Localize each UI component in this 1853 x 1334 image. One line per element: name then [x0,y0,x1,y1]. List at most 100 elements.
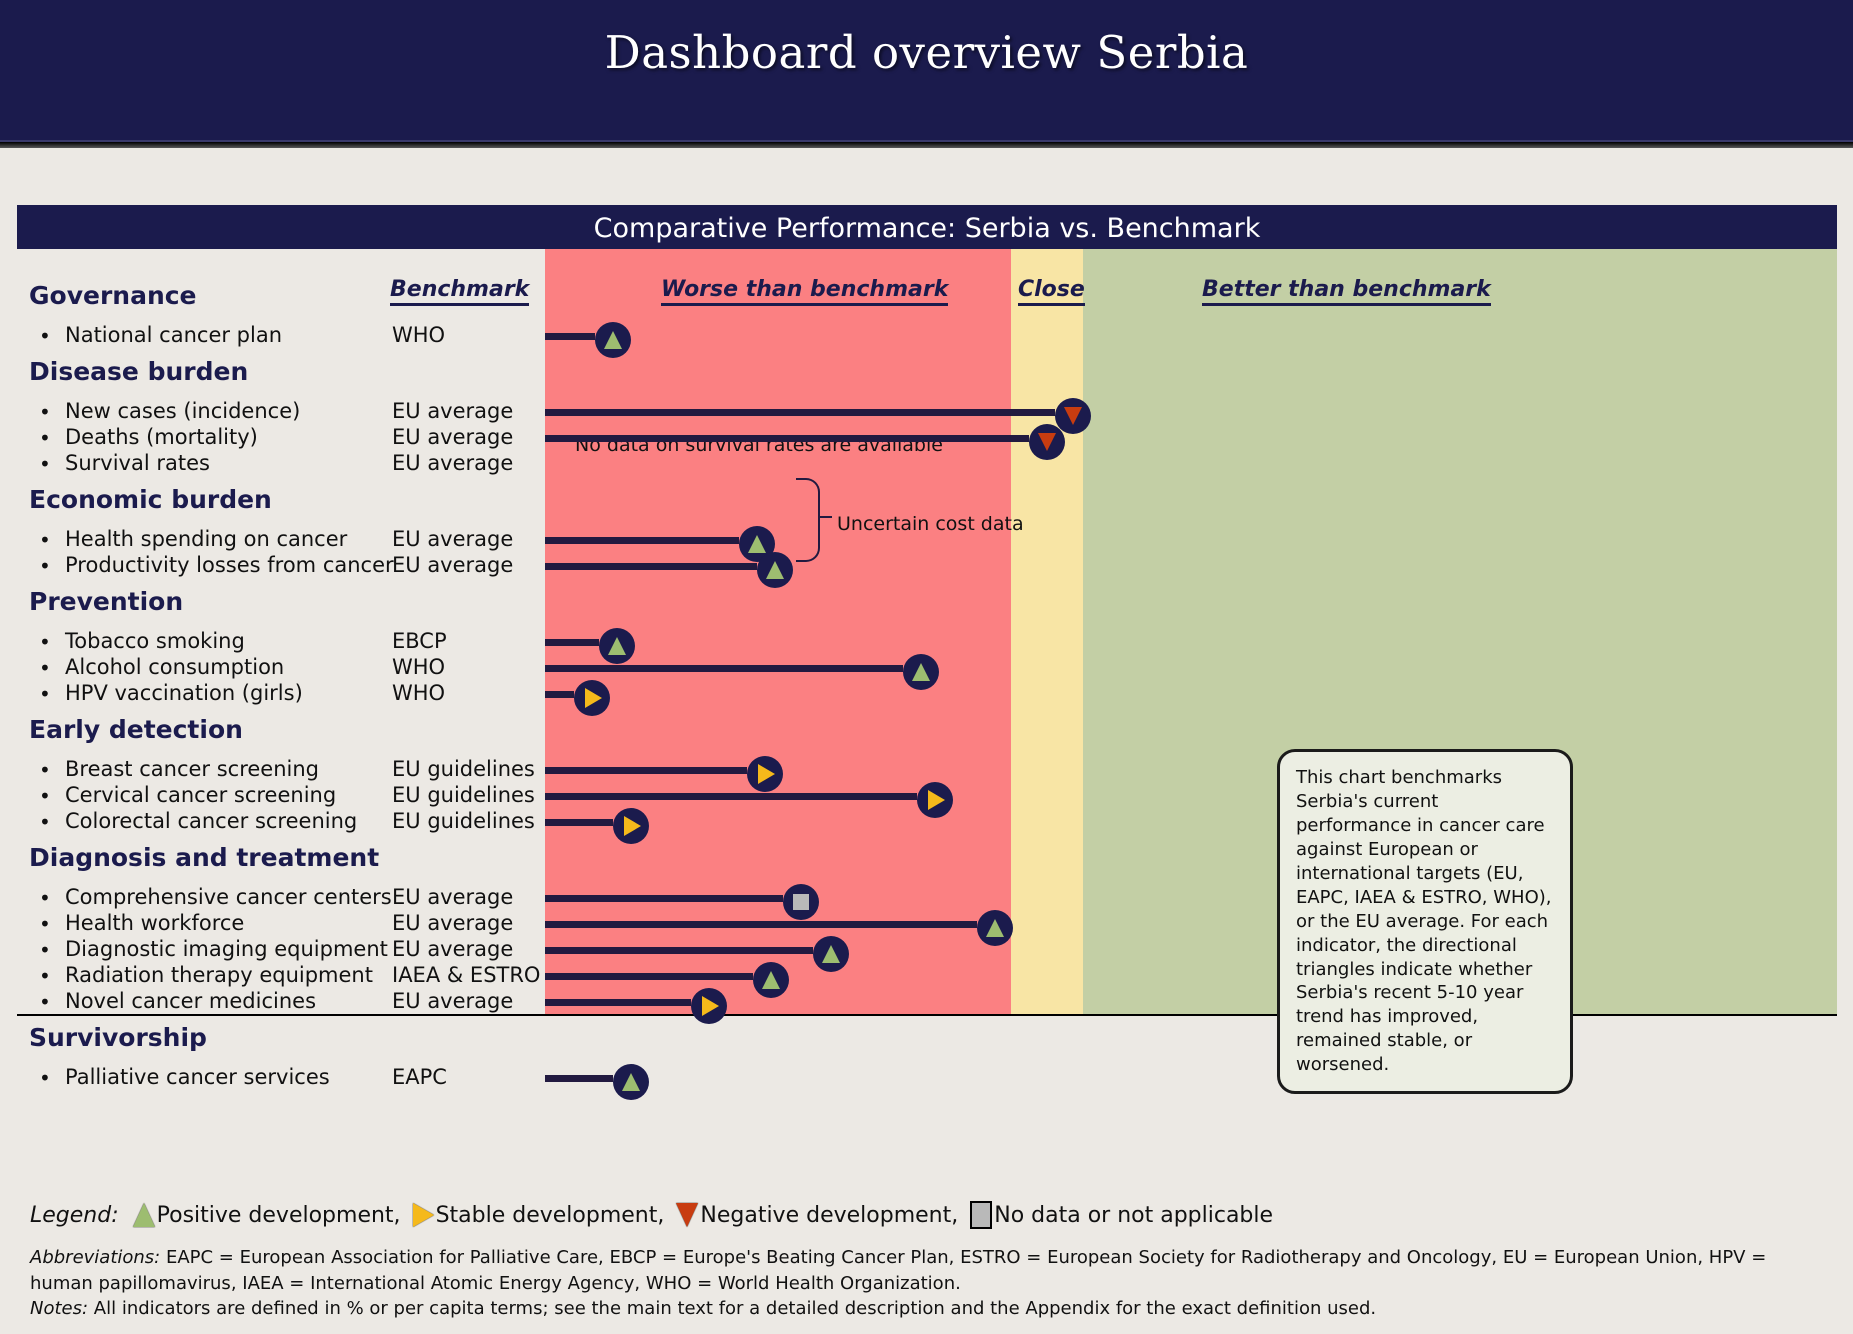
triangle-right-icon [585,688,602,708]
indicator-row: •HPV vaccination (girls)WHO [17,681,545,707]
column-header-close: Close [1018,277,1085,306]
marker-positive[interactable] [757,552,793,588]
indicator-marker-rows [17,249,1837,1170]
marker-stable[interactable] [691,988,727,1024]
legend-item-negative: Negative development, [676,1203,964,1228]
legend-label-negative: Negative development, [700,1202,959,1228]
bullet-icon: • [39,426,51,450]
marker-stable[interactable] [917,782,953,818]
marker-row [17,774,1837,818]
brace-tick [818,516,832,518]
footnote-notes: Notes: All indicators are defined in % o… [30,1296,1830,1322]
indicator-label: Deaths (mortality) [65,425,258,449]
bullet-icon: • [39,400,51,424]
marker-positive[interactable] [595,322,631,358]
bullet-icon: • [39,964,51,988]
comparative-performance-chart: Comparative Performance: Serbia vs. Benc… [17,205,1837,1170]
legend-item-positive: Positive development, [132,1202,407,1228]
connector-line [545,819,613,826]
legend-label-stable: Stable development, [435,1202,665,1228]
chart-header-bar: Comparative Performance: Serbia vs. Benc… [17,205,1837,249]
marker-none[interactable] [783,884,819,920]
square-icon [793,894,809,910]
marker-positive[interactable] [813,936,849,972]
marker-positive[interactable] [599,628,635,664]
connector-line [545,563,757,570]
marker-row [17,544,1837,588]
triangle-right-icon [758,764,775,784]
bullet-icon: • [39,912,51,936]
triangle-up-icon [986,919,1004,937]
marker-positive[interactable] [753,962,789,998]
indicator-label: HPV vaccination (girls) [65,681,303,705]
legend-label-positive: Positive development, [156,1202,401,1228]
triangle-up-icon [762,971,780,989]
bullet-icon: • [39,758,51,782]
indicator-benchmark: EU average [392,885,514,909]
brace-uncertain-cost [796,478,820,562]
group-heading-early-detection: Early detection [29,715,243,744]
marker-positive[interactable] [903,654,939,690]
marker-row [17,620,1837,664]
marker-stable[interactable] [747,756,783,792]
column-header-benchmark: Benchmark [390,277,530,306]
footnote-abbrev-label: Abbreviations: [30,1247,161,1268]
indicator-label: Survival rates [65,451,210,475]
marker-row [17,416,1837,460]
triangle-right-icon [412,1203,434,1227]
marker-stable[interactable] [613,808,649,844]
indicator-label: Novel cancer medicines [65,989,317,1013]
page-title-banner: Dashboard overview Serbia [0,0,1853,148]
marker-row [17,646,1837,690]
indicator-label: Productivity losses from cancer [65,553,394,577]
indicator-benchmark: EU average [392,425,514,449]
connector-line [545,639,599,646]
marker-row [17,314,1837,358]
indicator-benchmark: WHO [392,323,446,347]
connector-line [545,947,813,954]
indicator-label: Comprehensive cancer centers [65,885,392,909]
marker-positive[interactable] [977,910,1013,946]
marker-negative[interactable] [1029,424,1065,460]
banner-divider [0,140,1853,142]
callout-box: This chart benchmarks Serbia's current p… [1277,749,1573,1095]
footnotes: Abbreviations: EAPC = European Associati… [30,1245,1830,1322]
marker-negative[interactable] [1055,398,1091,434]
connector-line [545,409,1055,416]
footnote-notes-text: All indicators are defined in % or per c… [88,1298,1377,1320]
marker-row [17,672,1837,716]
bullet-icon: • [39,452,51,476]
connector-line [545,1075,613,1082]
chart-header-title: Comparative Performance: Serbia vs. Benc… [593,213,1261,244]
indicator-benchmark: EU guidelines [392,757,535,781]
banner-shadow [0,142,1853,148]
indicator-benchmark: EU guidelines [392,809,535,833]
triangle-down-icon [676,1203,699,1227]
column-header-worse: Worse than benchmark [661,277,949,306]
chart-plot-area: Benchmark Worse than benchmark Close Bet… [17,249,1837,1170]
triangle-up-icon [766,561,784,579]
square-icon [970,1201,993,1229]
indicator-label: Radiation therapy equipment [65,963,373,987]
column-header-better: Better than benchmark [1202,277,1491,306]
marker-stable[interactable] [574,680,610,716]
indicator-benchmark: EBCP [392,629,447,653]
connector-line [545,921,977,928]
legend-item-nodata: No data or not applicable [970,1201,1279,1229]
triangle-up-icon [748,535,766,553]
triangle-right-icon [928,790,945,810]
group-heading-governance: Governance [29,281,197,310]
chart-baseline [17,1014,1837,1016]
indicator-row: •New cases (incidence)EU average [17,399,545,425]
group-heading-disease-burden: Disease burden [29,357,249,386]
marker-positive[interactable] [613,1064,649,1100]
indicator-label: Tobacco smoking [65,629,245,653]
indicator-label: Breast cancer screening [65,757,319,781]
